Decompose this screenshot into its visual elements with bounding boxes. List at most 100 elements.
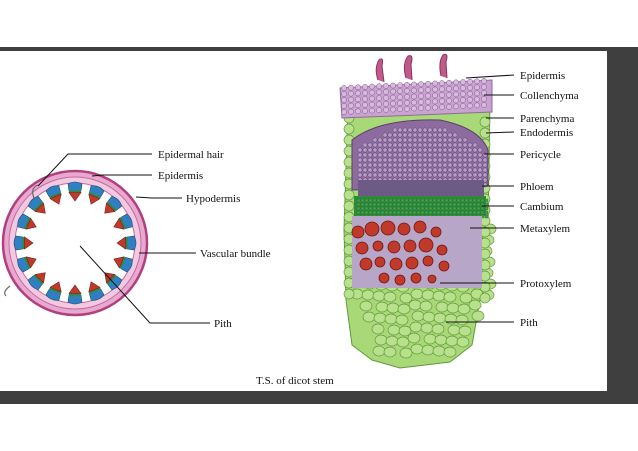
pericycle-cell [462,142,468,148]
collenchyma-cell [481,90,487,96]
pericycle-cell [452,132,458,138]
cambium-cell [396,210,401,215]
pericycle-cell [477,172,483,178]
cambium-cell [388,202,393,207]
pericycle-cell [397,147,403,153]
cambium-cell [396,206,401,211]
cambium-cell [444,206,449,211]
bundle-phloem [107,275,123,291]
pericycle-cell [442,172,448,178]
pericycle-cell [407,137,413,143]
bundle-phloem [27,275,43,291]
pericycle-cell [392,132,398,138]
bundle-xylem [49,193,62,205]
label-endodermis: Endodermis [520,127,573,139]
epidermal-hair-bottom [4,285,11,297]
xylem-vessel [405,256,419,270]
cambium-cell [444,198,449,203]
collenchyma-cell [446,97,452,104]
pericycle-cell [357,172,363,178]
xylem-vessel [387,240,401,254]
pericycle-cell [397,157,403,163]
cambium-cell [456,206,461,211]
bundle-phloem [107,195,123,211]
pericycle-cell [432,167,438,173]
pericycle-cell [447,157,453,163]
cambium-cell [376,210,381,215]
cambium-cell [484,198,489,203]
cambium-cell [364,206,369,211]
xylem-vessel [422,255,434,267]
collenchyma-cell [397,94,403,101]
cambium-cell [376,202,381,207]
collenchyma-cell [460,79,466,85]
collenchyma-cell [404,88,410,94]
cambium-cell [440,202,445,207]
pith-cell [459,292,473,304]
pericycle-cell [372,152,378,158]
xylem-vessel [418,237,434,253]
cambium-cell [472,202,477,207]
xylem-vessel [389,257,403,271]
pericycle-cell [407,147,413,153]
cambium-cell [460,210,465,215]
pericycle-cell [407,157,413,163]
cambium-cell [424,210,429,215]
pericycle-cell [447,137,453,143]
pericycle-cell [377,137,383,143]
cambium-cell [444,210,449,215]
pericycle-cell [432,152,438,158]
pericycle-cell [482,172,488,178]
pericycle-cell [407,162,413,168]
parenchyma-cell [343,123,355,135]
pericycle-cell [452,157,458,163]
pericycle-cell [442,142,448,148]
collenchyma-cell [425,104,431,111]
collenchyma-cell [390,100,396,107]
collenchyma-cell [446,91,452,98]
cambium-cell [428,202,433,207]
cambium-cell [432,198,437,203]
label-left-pith: Pith [214,318,232,330]
pith-cell [411,310,425,322]
bundle-phloem [126,235,137,251]
collenchyma-cell [362,90,368,96]
pericycle-cell [377,142,383,148]
collenchyma-cell [432,104,438,111]
pericycle-cell [377,162,383,168]
bundle-phloem [120,257,133,273]
pericycle-cell [382,162,388,168]
pericycle-cell [422,147,428,153]
bundle-cambium [49,287,62,294]
pericycle-cell [397,152,403,158]
vascular-bundle [67,181,83,202]
collenchyma-cell [369,83,375,90]
pericycle-cell [387,152,393,158]
cambium-cell [448,202,453,207]
cambium-cell [420,202,425,207]
pericycle-cells [357,127,488,188]
cambium-cell [396,202,401,207]
collenchyma-cell [481,84,487,90]
pericycle-cell [427,162,433,168]
pericycle-cell [382,157,388,163]
pericycle-cell [407,167,413,173]
bundle-xylem [113,256,125,269]
pith-cell [410,288,424,300]
collenchyma-cell [425,86,431,93]
pith-cell [359,300,373,312]
cambium-cell [428,198,433,203]
pericycle-cell [372,167,378,173]
collenchyma-cell [453,103,459,110]
xylem-vessel [380,220,396,236]
cambium-cell [468,202,473,207]
pericycle-cell [447,167,453,173]
cambium-cell [396,198,401,203]
bundle-cambium [88,287,101,294]
pericycle-cell [387,167,393,173]
cambium-cell [460,202,465,207]
cambium-cell [484,206,489,211]
bundle-phloem [67,181,83,192]
collenchyma-cell [348,108,354,115]
